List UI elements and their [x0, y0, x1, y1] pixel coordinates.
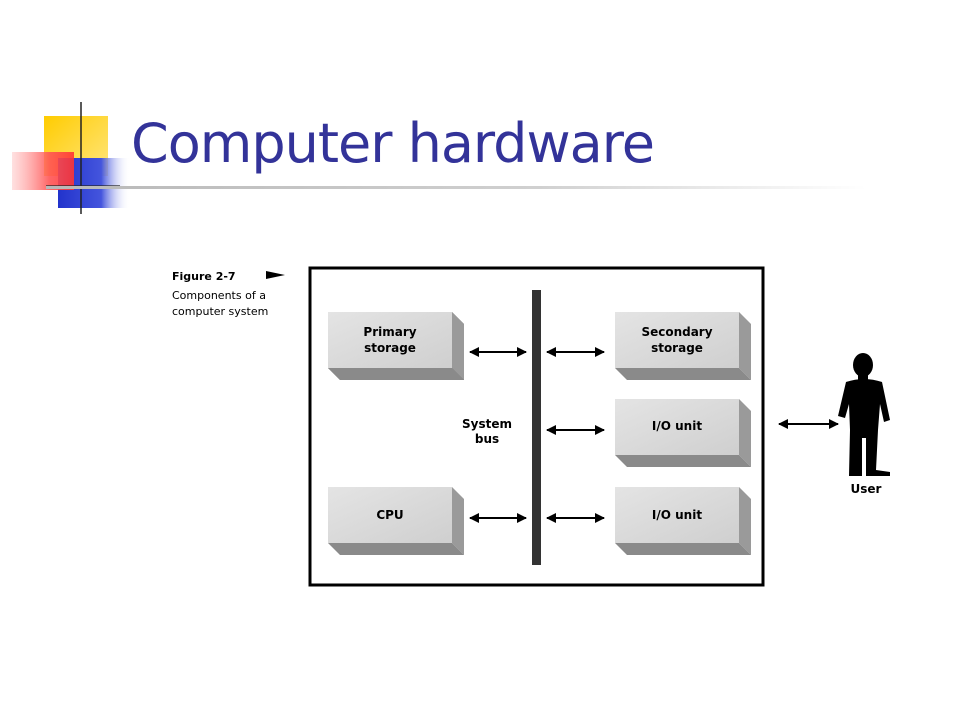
secondary-storage-label-line-2: storage — [651, 341, 703, 355]
figure-caption-line-2: computer system — [172, 305, 268, 318]
cpu-box: CPU — [328, 487, 464, 555]
primary-storage-label-line-1: Primary — [363, 325, 416, 339]
caption-pointer-icon — [266, 271, 285, 279]
figure-caption-title: Figure 2-7 — [172, 270, 236, 283]
cpu-label: CPU — [376, 508, 403, 522]
slide-title: Computer hardware — [131, 112, 655, 175]
system-bus-label-line-2: bus — [475, 432, 499, 446]
primary-storage-label-line-2: storage — [364, 341, 416, 355]
slide-logo-decoration — [12, 102, 130, 214]
system-bus-label-line-1: System — [462, 417, 512, 431]
io-unit-box-1: I/O unit — [615, 399, 751, 467]
io-unit-1-label: I/O unit — [652, 419, 702, 433]
io-unit-box-2: I/O unit — [615, 487, 751, 555]
figure-caption-line-1: Components of a — [172, 289, 266, 302]
io-unit-2-label: I/O unit — [652, 508, 702, 522]
system-bus — [532, 290, 541, 565]
user-label: User — [851, 482, 882, 496]
title-underline — [46, 186, 866, 189]
secondary-storage-label-line-1: Secondary — [641, 325, 712, 339]
user-icon — [838, 353, 890, 476]
secondary-storage-box: Secondary storage — [615, 312, 751, 380]
primary-storage-box: Primary storage — [328, 312, 464, 380]
